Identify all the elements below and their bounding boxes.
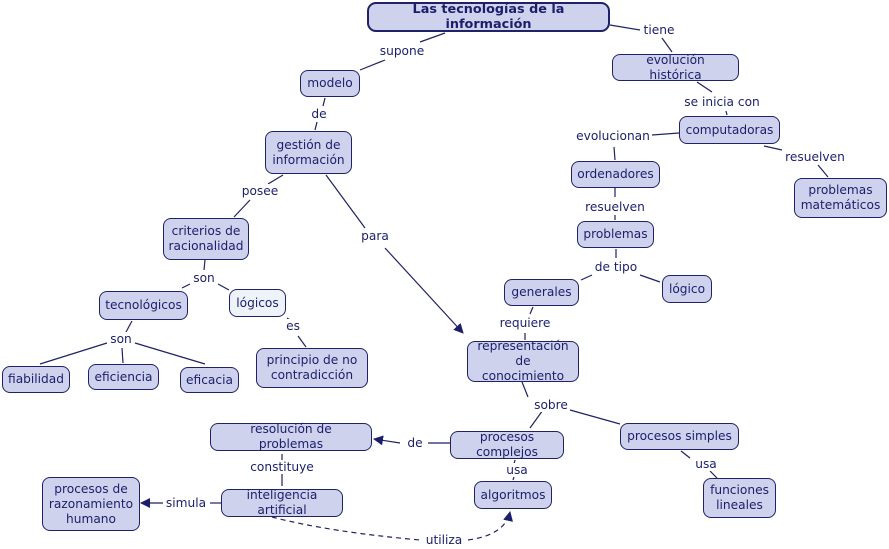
connector <box>384 247 464 334</box>
link-label-evolucionan: evolucionan <box>575 129 651 143</box>
connector <box>181 283 191 289</box>
node-gestion[interactable]: gestión de información <box>265 131 352 174</box>
connector <box>217 283 230 291</box>
connector <box>529 306 534 315</box>
node-evolucion[interactable]: evolución histórica <box>612 53 739 82</box>
connector <box>121 347 124 364</box>
connector <box>661 37 673 53</box>
link-label-de: de <box>406 436 424 450</box>
connector <box>696 81 713 93</box>
node-resolucion[interactable]: resolución de problemas <box>210 422 372 451</box>
connector <box>613 146 616 161</box>
link-label-son: son <box>109 332 133 346</box>
node-razonamiento[interactable]: procesos de razonamiento humano <box>42 477 140 531</box>
connector <box>359 59 386 71</box>
link-label-se-inicia-con: se inicia con <box>683 95 761 109</box>
connector <box>763 145 783 151</box>
link-label-resuelven: resuelven <box>584 200 646 214</box>
node-ordenadores[interactable]: ordenadores <box>571 161 660 188</box>
node-representacion[interactable]: representación de conocimiento <box>467 339 579 383</box>
connector <box>267 174 284 185</box>
connector <box>580 274 593 281</box>
connector <box>233 199 251 218</box>
link-label-requiere: requiere <box>498 316 552 330</box>
link-label-resuelven: resuelven <box>784 150 846 164</box>
link-label-constituye: constituye <box>249 460 315 474</box>
node-computadoras[interactable]: computadoras <box>679 116 780 144</box>
connector <box>297 335 307 348</box>
node-procesos-simples[interactable]: procesos simples <box>620 423 739 450</box>
node-modelo[interactable]: modelo <box>300 70 360 97</box>
node-inteligencia[interactable]: inteligencia artificial <box>221 488 343 517</box>
dashed-connector <box>467 511 513 541</box>
node-logicos[interactable]: lógicos <box>229 289 286 317</box>
connector <box>529 409 544 429</box>
connector <box>325 174 366 229</box>
connector <box>651 132 680 136</box>
node-procesos-complejos[interactable]: procesos complejos <box>450 430 564 459</box>
link-label-para: para <box>360 229 390 243</box>
link-label-usa: usa <box>694 457 718 471</box>
link-label-supone: supone <box>378 44 426 58</box>
node-criterios[interactable]: criterios de racionalidad <box>163 218 249 260</box>
dashed-connector <box>271 516 421 541</box>
connector <box>680 450 691 459</box>
node-problemas[interactable]: problemas <box>577 221 654 248</box>
link-label-usa: usa <box>505 463 529 477</box>
link-label-sobre: sobre <box>533 398 569 412</box>
connector <box>725 110 728 116</box>
link-label-es: es <box>285 319 301 333</box>
node-algoritmos[interactable]: algoritmos <box>474 481 552 509</box>
connector <box>373 435 401 446</box>
connector <box>125 320 133 333</box>
connector <box>817 164 829 178</box>
connector <box>521 381 529 398</box>
node-root[interactable]: Las tecnologías de la información <box>367 2 610 32</box>
node-tecnologicos[interactable]: tecnológicos <box>99 291 188 320</box>
node-eficacia[interactable]: eficacia <box>180 367 239 393</box>
connector <box>609 24 641 31</box>
link-label-de: de <box>310 107 328 121</box>
node-logico[interactable]: lógico <box>662 275 712 303</box>
connector <box>709 470 718 479</box>
connector <box>322 97 326 107</box>
node-principio[interactable]: principio de no contradicción <box>256 348 368 388</box>
link-label-de-tipo: de tipo <box>593 260 639 274</box>
node-funciones[interactable]: funciones lineales <box>703 478 776 518</box>
connector <box>569 409 621 425</box>
link-label-posee: posee <box>240 184 280 198</box>
connector <box>39 342 108 365</box>
link-label-utiliza: utiliza <box>424 533 464 547</box>
connector <box>134 342 206 365</box>
link-label-tiene: tiene <box>642 23 676 37</box>
node-problemas-mat[interactable]: problemas matemáticos <box>794 178 887 218</box>
connector <box>203 259 206 271</box>
link-label-son: son <box>192 271 216 285</box>
node-generales[interactable]: generales <box>504 279 579 306</box>
connector <box>419 32 446 43</box>
node-fiabilidad[interactable]: fiabilidad <box>2 366 70 393</box>
connector <box>639 274 661 283</box>
connector <box>314 121 318 131</box>
link-label-simula: simula <box>164 496 208 510</box>
connector <box>512 476 515 481</box>
node-eficiencia[interactable]: eficiencia <box>88 364 159 390</box>
